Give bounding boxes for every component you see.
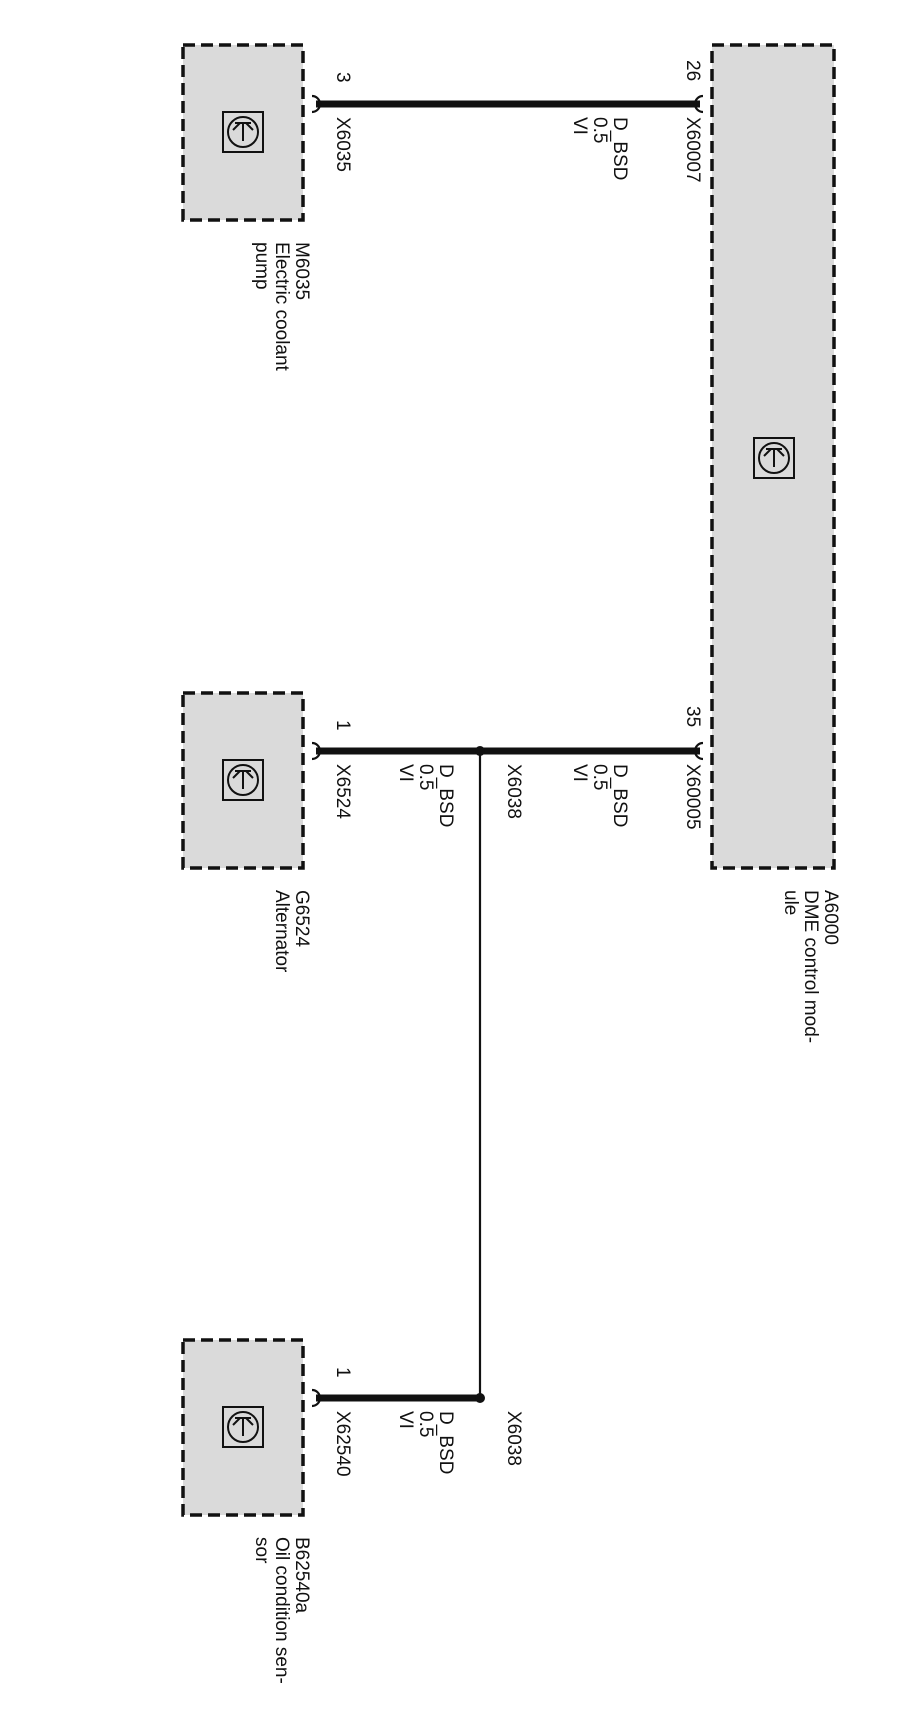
wire-size: 0.5 [415,1411,436,1437]
pin-number: 1 [332,720,353,731]
component-name: Alternator [271,890,292,973]
splice-label: X6038 [503,1411,524,1466]
pin-terminal [693,94,704,114]
splice-label: X6038 [503,764,524,819]
component-id: M6035 [291,242,312,300]
component-name-line2: pump [251,242,272,290]
component-name-line2: sor [251,1537,272,1564]
pin-number: 35 [682,706,703,727]
wire-signal: D_BSD [435,764,456,827]
component-id: B62540a [291,1537,312,1614]
splice-dot [475,1393,485,1403]
pin-terminal [311,94,322,114]
connector-label: X6035 [332,117,353,172]
wire-color: VI [395,764,416,782]
control-unit-icon [753,437,795,479]
wire-color: VI [395,1411,416,1429]
connector-label: X6524 [332,764,353,819]
wire-size: 0.5 [589,764,610,790]
connector-label: X60005 [682,764,703,830]
control-unit-icon [222,759,264,801]
wire-color: VI [569,117,590,135]
component-name-line2: ule [780,890,801,915]
component-name-line1: Oil condition sen- [271,1537,292,1684]
wire-signal: D_BSD [609,764,630,827]
component-name-line1: Electric coolant [271,242,292,372]
wire-size: 0.5 [415,764,436,790]
pin-terminal [311,741,322,761]
connector-label: X60007 [682,117,703,183]
pin-number: 1 [332,1367,353,1378]
pin-terminal [311,1388,322,1408]
control-unit-icon [222,111,264,153]
pin-terminal [693,741,704,761]
wire-color: VI [569,764,590,782]
component-name-line1: DME control mod- [800,890,821,1043]
pin-number: 3 [332,72,353,83]
component-id: G6524 [291,890,312,947]
wire-size: 0.5 [589,117,610,143]
control-unit-icon [222,1406,264,1448]
connector-label: X62540 [332,1411,353,1477]
wire-signal: D_BSD [609,117,630,180]
pin-number: 26 [682,60,703,81]
component-id: A6000 [820,890,841,945]
wire-signal: D_BSD [435,1411,456,1474]
splice-dot [475,746,485,756]
